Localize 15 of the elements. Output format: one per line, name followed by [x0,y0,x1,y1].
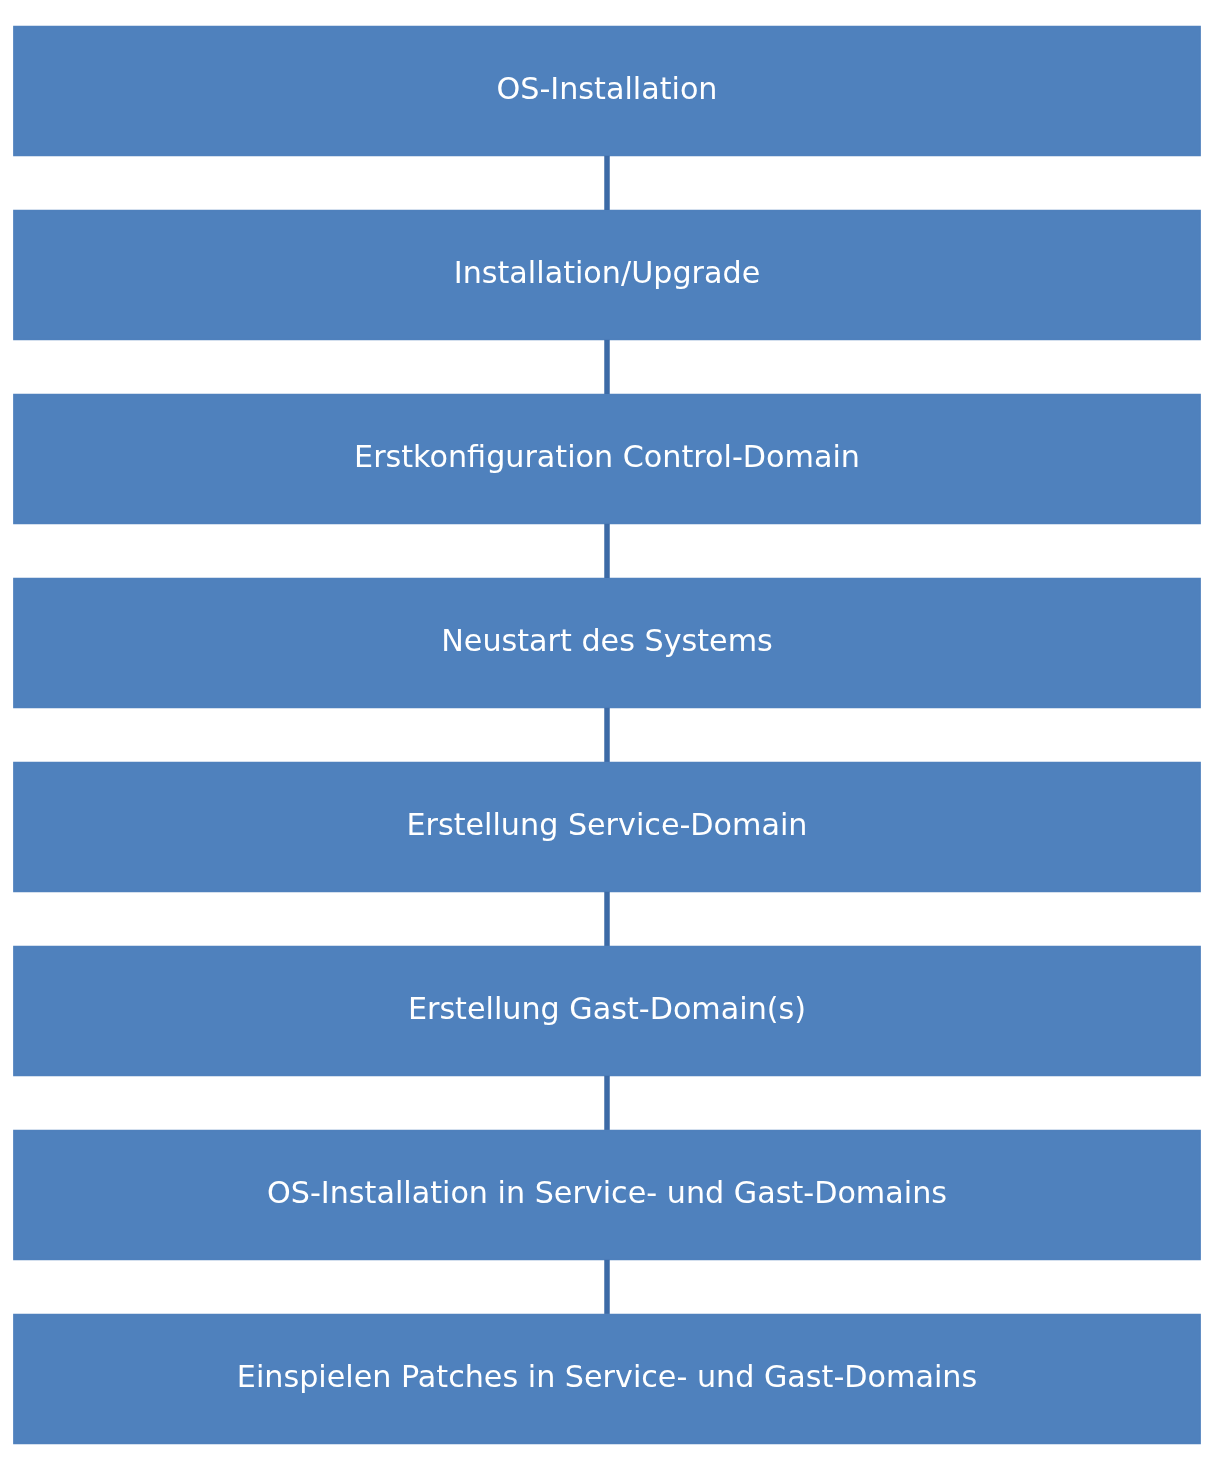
node-box: OS-Installation in Service- und Gast-Domains [13,1129,1201,1261]
connector [604,1075,610,1130]
node-box: Erstellung Gast-Domain(s) [13,945,1201,1077]
node-box: Neustart des Systems [13,577,1201,709]
connector [604,707,610,762]
connector [604,891,610,946]
connector [604,1259,610,1314]
node-box: Einspielen Patches in Service- und Gast-Domains [13,1313,1201,1445]
node-box: OS-Installation [13,25,1201,157]
connector [604,339,610,394]
connector [604,523,610,578]
node-box: Installation/Upgrade [13,209,1201,341]
connector [604,155,610,210]
node-box: Erstellung Service-Domain [13,761,1201,893]
node-box: Erstkonfiguration Control-Domain [13,393,1201,525]
